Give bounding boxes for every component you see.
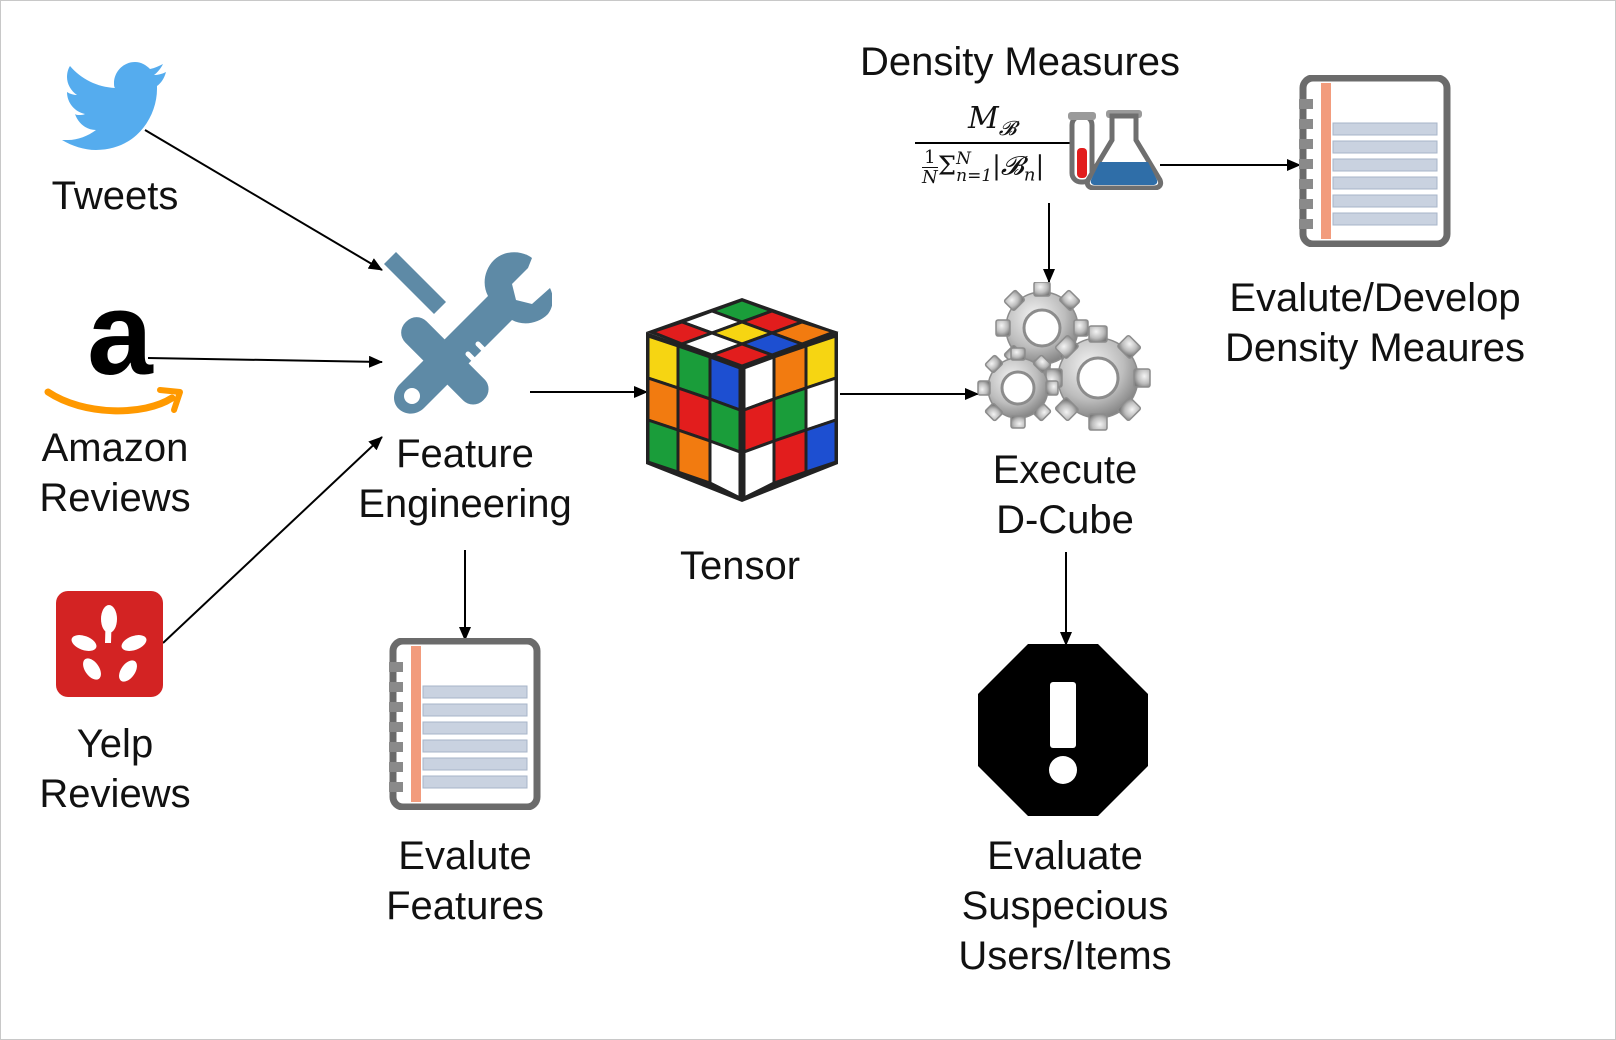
formula-abs-close: | (1035, 151, 1045, 182)
wrench-screwdriver-icon (384, 252, 552, 414)
yelp-logo-icon (56, 591, 163, 697)
arrow-yelp-to-feature (162, 436, 383, 644)
gears-icon (977, 282, 1151, 431)
yelp-label-line1: Yelp (76, 722, 154, 766)
formula-numerator-m: M (968, 101, 999, 136)
execute-label-line1: Execute (992, 448, 1138, 492)
notebook-icon (389, 638, 541, 810)
execute-label-line2: D-Cube (996, 498, 1134, 542)
yelp-label-line2: Reviews (39, 772, 191, 816)
formula-abs-sub: n (1023, 164, 1036, 186)
formula-abs: |𝓑 (992, 151, 1024, 182)
develop-label-line1: Evalute/Develop (1229, 276, 1521, 320)
amazon-label-line2: Reviews (39, 476, 191, 520)
density-measures-title: Density Measures (859, 40, 1181, 84)
twitter-bird-icon (62, 62, 166, 150)
amazon-smile-icon (44, 387, 183, 415)
suspicious-label-line1: Evaluate (987, 834, 1143, 878)
evaluate-features-label-line1: Evalute (398, 834, 532, 878)
tweets-label: Tweets (51, 174, 179, 218)
formula-numerator-sub: 𝓑 (998, 116, 1017, 140)
warning-stop-sign-icon (978, 644, 1148, 816)
amazon-label-line1: Amazon (41, 426, 189, 470)
feature-engineering-label-line1: Feature (396, 432, 534, 476)
formula-sum-sub: n=1 (956, 165, 993, 186)
formula-sum: Σ (937, 151, 957, 182)
formula-frac-num: 1 (922, 148, 938, 168)
arrow-tweets-to-feature (144, 129, 383, 271)
lab-flask-icon (1068, 110, 1164, 190)
develop-label-line2: Density Meaures (1224, 326, 1526, 370)
formula-frac-den: N (922, 167, 938, 188)
notebook-icon (1299, 75, 1451, 247)
formula-frac: 1 N (922, 148, 938, 187)
amazon-logo-icon: a (87, 268, 153, 400)
evaluate-features-label-line2: Features (386, 884, 544, 928)
formula-numerator: M𝓑 (968, 102, 1016, 145)
arrow-amazon-to-feature (147, 355, 383, 368)
suspicious-label-line3: Users/Items (958, 934, 1172, 978)
tensor-label: Tensor (679, 544, 801, 588)
rubiks-cube-icon (646, 298, 839, 502)
feature-engineering-label-line2: Engineering (358, 482, 572, 526)
suspicious-label-line2: Suspecious (961, 884, 1169, 928)
formula-sum-sup: N (956, 148, 972, 169)
